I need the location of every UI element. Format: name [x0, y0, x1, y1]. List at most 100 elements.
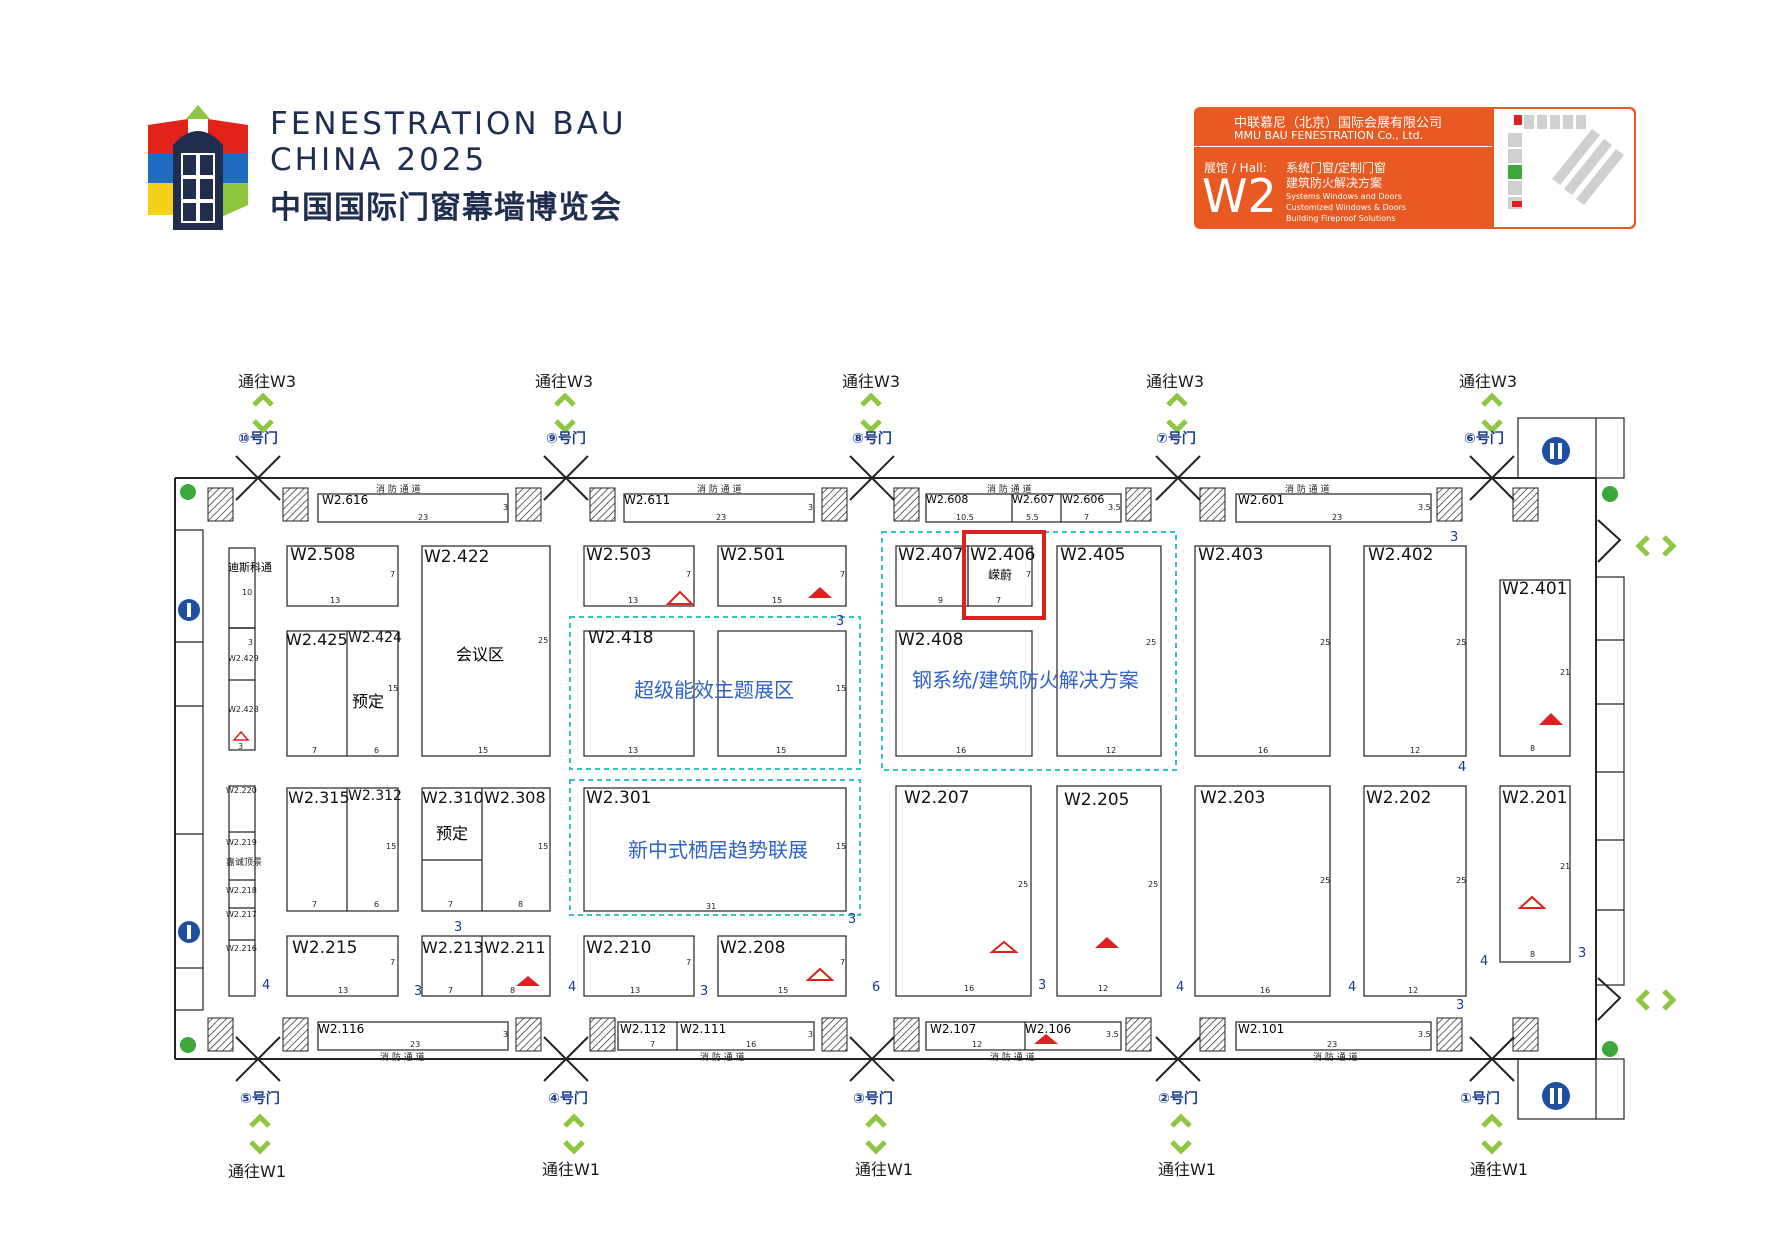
booth-w2-501[interactable]: W2.501	[720, 545, 786, 565]
gate-bottom-5-door[interactable]: ⑤号门	[240, 1091, 280, 1107]
aisle-width: 4	[1176, 980, 1185, 995]
aisle-width: 3	[414, 984, 423, 999]
booth-w2-213[interactable]: W2.213	[422, 938, 484, 957]
gate-bottom-3-door[interactable]: ③号门	[853, 1091, 893, 1107]
gate-bottom-1-to: 通往W1	[1470, 1160, 1529, 1179]
booth-w2-606[interactable]: W2.606	[1062, 493, 1105, 506]
booth-w2-210[interactable]: W2.210	[586, 938, 652, 958]
hall-card-company-en: MMU BAU FENESTRATION Co., Ltd.	[1234, 129, 1424, 142]
gate-bottom-5-to: 通往W1	[228, 1162, 287, 1181]
booth-dim: 12	[1410, 746, 1421, 755]
gate-top-7-door[interactable]: ⑦号门	[1156, 431, 1196, 447]
gate-top-9-door[interactable]: ⑨号门	[546, 431, 586, 447]
booth-w2-601[interactable]: W2.601	[1238, 493, 1285, 507]
aisle-width: 3	[1578, 946, 1587, 961]
gate-bottom-2-to: 通往W1	[1158, 1160, 1217, 1179]
booth-w2-215[interactable]: W2.215	[292, 938, 358, 958]
booth-w2-608[interactable]: W2.608	[926, 493, 969, 506]
booth-w2-503[interactable]: W2.503	[586, 545, 652, 565]
booth-w2-202[interactable]: W2.202	[1366, 788, 1432, 808]
booth-w2-106[interactable]: W2.106	[1025, 1022, 1072, 1036]
booth-w2-203[interactable]: W2.203	[1200, 788, 1266, 808]
restroom-icons	[178, 437, 1570, 1110]
aisle-width: 3	[1038, 978, 1047, 993]
booth-w2-116[interactable]: W2.116	[318, 1022, 365, 1036]
booth-w2-407[interactable]: W2.407	[898, 545, 964, 565]
booth-w2-405[interactable]: W2.405	[1060, 545, 1126, 565]
aisle-width: 4	[262, 978, 271, 993]
booth-dim: 3	[808, 1030, 814, 1039]
booth-disco-label: 迪斯科通	[228, 561, 272, 574]
booth-dim: 25	[538, 636, 549, 645]
booth-w2-112[interactable]: W2.112	[620, 1022, 667, 1036]
booth-dim: 13	[628, 746, 639, 755]
booth-w2-220[interactable]: W2.220	[226, 786, 257, 795]
booth-dim: 23	[1332, 513, 1343, 522]
hall-card: 中联慕尼（北京）国际会展有限公司 MMU BAU FENESTRATION Co…	[1194, 107, 1636, 229]
booth-w2-208[interactable]: W2.208	[720, 938, 786, 958]
booth-dim: 7	[448, 986, 454, 995]
gate-top-9-to: 通往W3	[535, 372, 594, 391]
chinese-zone-label: 新中式栖居趋势联展	[628, 838, 808, 862]
booth-w2-111[interactable]: W2.111	[680, 1022, 727, 1036]
booth-w2-207[interactable]: W2.207	[904, 788, 970, 808]
booth-w2-310[interactable]: W2.310	[422, 788, 484, 807]
title-en-line2: CHINA 2025	[270, 142, 488, 178]
booth-w2-425[interactable]: W2.425	[286, 630, 348, 649]
booth-w2-406[interactable]: W2.406	[970, 545, 1036, 565]
booth-dim: 15	[836, 842, 847, 851]
steel-zone-label: 钢系统/建筑防火解决方案	[912, 668, 1139, 692]
booth-dim: 23	[418, 513, 429, 522]
booth-w2-403[interactable]: W2.403	[1198, 545, 1264, 565]
booth-w2-402[interactable]: W2.402	[1368, 545, 1434, 565]
booth-w2-428[interactable]: W2.428	[228, 705, 259, 714]
booth-w2-418[interactable]: W2.418	[588, 628, 654, 648]
booth-dim: 21	[1560, 668, 1571, 677]
booth-w2-308[interactable]: W2.308	[484, 788, 546, 807]
booth-w2-408[interactable]: W2.408	[898, 630, 964, 650]
booth-w2-216[interactable]: W2.216	[226, 944, 257, 953]
booth-dim: 7	[650, 1040, 656, 1049]
fire-lane-label: 消 防 通 道	[1285, 485, 1330, 495]
booth-w2-607[interactable]: W2.607	[1012, 493, 1055, 506]
booth-w2-429[interactable]: W2.429	[228, 654, 259, 663]
booth-w2-201[interactable]: W2.201	[1502, 788, 1568, 808]
gate-top-6-door[interactable]: ⑥号门	[1464, 431, 1504, 447]
gate-bottom-4-door[interactable]: ④号门	[548, 1091, 588, 1107]
gate-bottom-1-door[interactable]: ①号门	[1460, 1091, 1500, 1107]
booth-w2-508[interactable]: W2.508	[290, 545, 356, 565]
booth-w2-101[interactable]: W2.101	[1238, 1022, 1285, 1036]
booth-w2-219[interactable]: W2.219	[226, 838, 257, 847]
title-en-line1: FENESTRATION BAU	[270, 106, 627, 142]
steel-zone-border	[881, 531, 1177, 771]
booth-w2-217[interactable]: W2.217	[226, 910, 257, 919]
booth-w2-315[interactable]: W2.315	[288, 788, 350, 807]
booth-dim: 7	[312, 746, 318, 755]
booth-w2-422[interactable]: W2.422	[424, 547, 490, 567]
booth-w2-218[interactable]: W2.218	[226, 886, 257, 895]
booth-w2-401[interactable]: W2.401	[1502, 579, 1568, 599]
booth-w2-107[interactable]: W2.107	[930, 1022, 977, 1036]
booth-w2-211[interactable]: W2.211	[484, 938, 546, 957]
gate-top-10-door[interactable]: ⑩号门	[238, 431, 278, 447]
booth-dim: 15	[778, 986, 789, 995]
booth-dim: 7	[448, 900, 454, 909]
booth-w2-616[interactable]: W2.616	[322, 493, 369, 507]
booth-w2-424[interactable]: W2.424	[348, 630, 402, 646]
booth-dim: 3.5	[1106, 1030, 1119, 1039]
booth-dim: 25	[1456, 638, 1467, 647]
booth-w2-205[interactable]: W2.205	[1064, 790, 1130, 810]
booth-w2-611[interactable]: W2.611	[624, 493, 671, 507]
hall-theme-cn-1: 系统门窗/定制门窗	[1286, 161, 1387, 175]
gate-top-8-door[interactable]: ⑧号门	[852, 431, 892, 447]
booth-dim: 7	[996, 596, 1002, 605]
gate-bottom-2-door[interactable]: ②号门	[1158, 1091, 1198, 1107]
hall-theme-cn-2: 建筑防火解决方案	[1286, 176, 1383, 190]
booth-w2-301[interactable]: W2.301	[586, 788, 652, 808]
aisle-width: 3	[836, 614, 845, 629]
booth-dim: 7	[312, 900, 318, 909]
booth-dim: 9	[938, 596, 944, 605]
booth-dim: 7	[1084, 513, 1090, 522]
booth-w2-312[interactable]: W2.312	[348, 788, 402, 804]
booth-dim: 12	[1408, 986, 1419, 995]
